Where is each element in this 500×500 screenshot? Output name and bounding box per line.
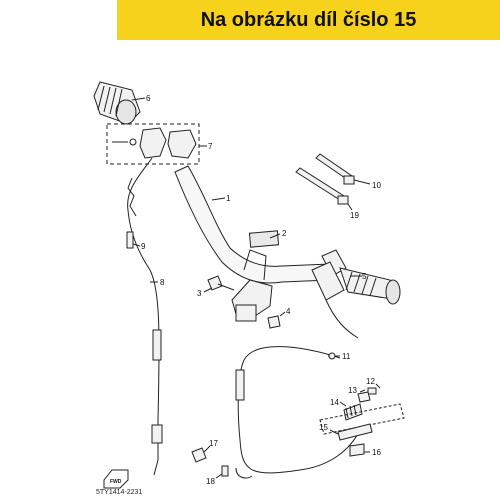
diagram-code: 5TY1414-2231 — [96, 489, 143, 496]
callout-15: 15 — [319, 423, 328, 432]
callout-9: 9 — [141, 242, 146, 251]
callout-10: 10 — [372, 181, 381, 190]
callout-6: 6 — [146, 94, 151, 103]
callout-1: 1 — [226, 194, 231, 203]
banner-text: Na obrázku díl číslo 15 — [200, 8, 417, 31]
front-arrow-label: FWD — [110, 479, 122, 485]
callout-3: 3 — [197, 289, 202, 298]
callout-8: 8 — [160, 278, 165, 287]
callout-2: 2 — [282, 229, 287, 238]
cable-tie-10-part — [315, 153, 355, 185]
callout-18: 18 — [206, 477, 215, 486]
part-number-banner: Na obrázku díl číslo 15 — [117, 0, 500, 40]
callout-11: 11 — [342, 352, 351, 361]
callout-12: 12 — [366, 377, 375, 386]
bolt-part — [207, 275, 235, 291]
throttle-cable — [127, 157, 160, 460]
cable-adjuster-part — [126, 231, 134, 249]
brake-cable — [237, 346, 361, 474]
throttle-grip-part — [93, 81, 141, 125]
throttle-housing-box — [106, 123, 200, 165]
callout-16: 16 — [372, 448, 381, 457]
callout-5: 5 — [362, 272, 367, 281]
screw-part — [221, 465, 229, 477]
nut-part — [267, 315, 281, 329]
warning-label-part — [248, 230, 280, 248]
handlebar-part — [174, 165, 331, 284]
callout-17: 17 — [209, 439, 218, 448]
callout-4: 4 — [286, 307, 291, 316]
cable-tie-19-part — [295, 167, 349, 205]
switch-assembly — [319, 387, 405, 457]
callout-13: 13 — [348, 386, 357, 395]
clip-part — [191, 447, 207, 463]
callout-7: 7 — [208, 142, 213, 151]
throttle-housing-part — [112, 127, 197, 159]
left-grip-part — [311, 249, 401, 339]
callout-14: 14 — [330, 398, 339, 407]
front-direction-arrow — [103, 469, 129, 489]
callout-19: 19 — [350, 211, 359, 220]
